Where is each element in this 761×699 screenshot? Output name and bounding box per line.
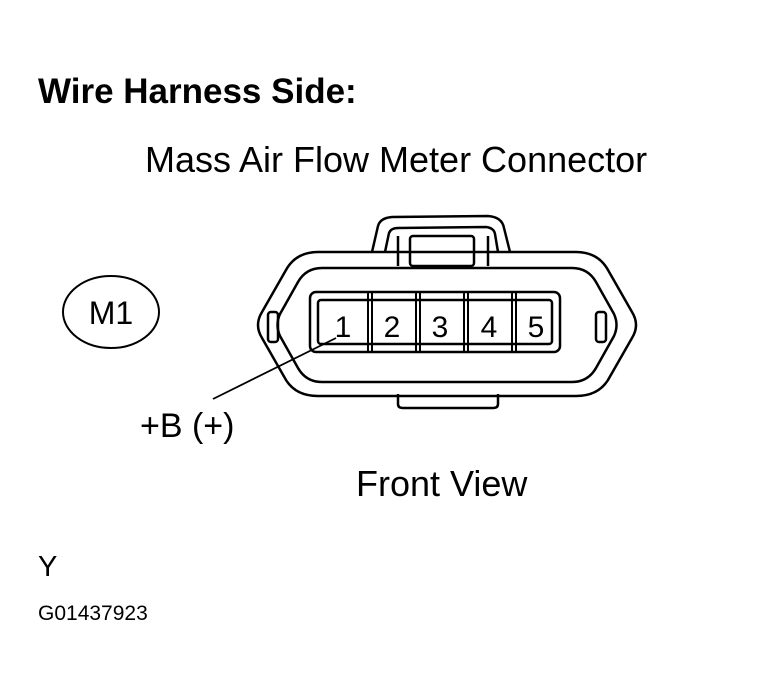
pin-3: 3	[432, 311, 449, 344]
pin-4: 4	[481, 311, 498, 344]
wire-color-code: Y	[38, 551, 58, 583]
connector-id-badge: M1	[62, 275, 160, 349]
pin-1: 1	[335, 311, 352, 344]
pin-numbers: 1 2 3 4 5	[335, 311, 545, 344]
figure-code: G01437923	[38, 602, 148, 625]
view-label: Front View	[356, 463, 528, 504]
connector-name: Mass Air Flow Meter Connector	[145, 139, 648, 180]
pin-cavities	[367, 292, 517, 352]
diagram-heading: Wire Harness Side:	[38, 72, 357, 111]
pin-callout-leader	[212, 337, 337, 400]
pin-callout-label: +B (+)	[140, 407, 235, 445]
connector-housing	[256, 214, 638, 410]
pin-5: 5	[528, 311, 545, 344]
connector-id-text: M1	[89, 295, 133, 331]
pin-2: 2	[384, 311, 401, 344]
